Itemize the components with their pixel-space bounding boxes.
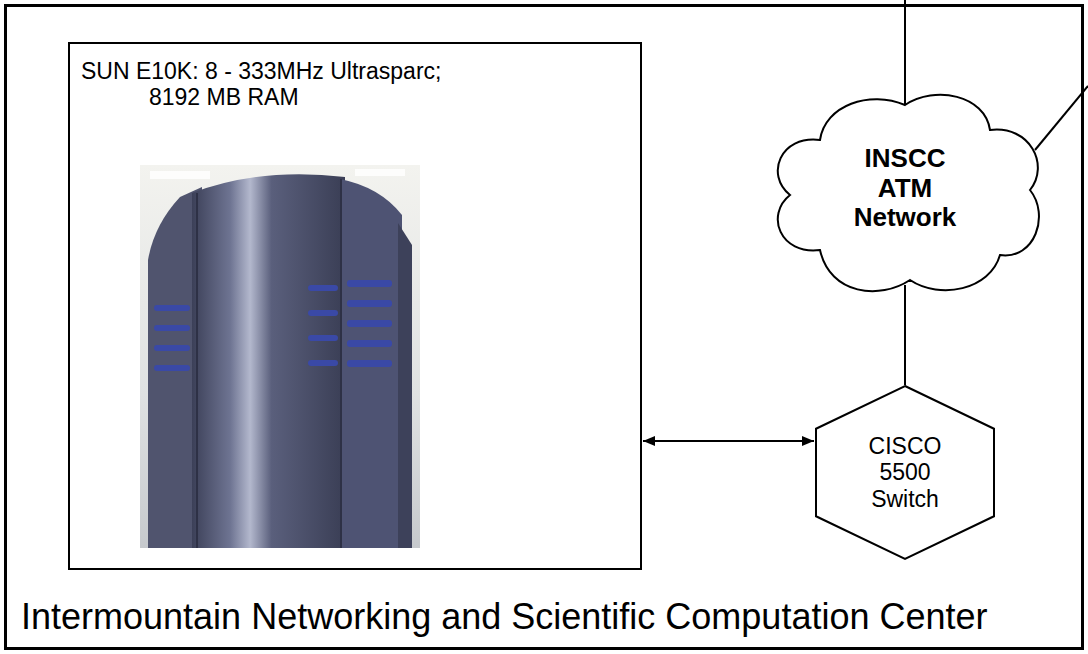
vent-slot bbox=[154, 305, 190, 311]
vent-slot bbox=[154, 345, 190, 351]
server-photo bbox=[140, 165, 420, 548]
vent-slot bbox=[308, 285, 338, 291]
cabinet-panel bbox=[340, 179, 402, 548]
uplink-line bbox=[904, 0, 906, 110]
ceiling-light bbox=[150, 171, 210, 179]
cabinet-groove bbox=[196, 193, 198, 548]
vent-slot bbox=[154, 325, 190, 331]
cabinet-edge bbox=[398, 223, 412, 548]
server-box: SUN E10K: 8 - 333MHz Ultrasparc; 8192 MB… bbox=[68, 42, 642, 570]
node-label: SUN E10K: 8 - 333MHz Ultrasparc; 8192 MB… bbox=[81, 58, 468, 111]
vent-slot bbox=[347, 320, 392, 327]
center-frame: SUN E10K: 8 - 333MHz Ultrasparc; 8192 MB… bbox=[4, 4, 1084, 650]
vent-slot bbox=[347, 280, 392, 287]
hexagon-path bbox=[816, 386, 994, 559]
node-label: INSCC ATM Network bbox=[840, 144, 970, 234]
vent-slot bbox=[347, 300, 392, 307]
vent-slot bbox=[154, 365, 190, 371]
node-label: CISCO 5500 Switch bbox=[850, 433, 960, 512]
cabinet-groove bbox=[340, 179, 342, 548]
vent-slot bbox=[308, 310, 338, 316]
photo-background bbox=[140, 165, 420, 548]
cabinet-front bbox=[192, 174, 345, 548]
uplink-line bbox=[1035, 86, 1088, 150]
vent-slot bbox=[347, 360, 392, 367]
vent-slot bbox=[308, 335, 338, 341]
link-line bbox=[904, 285, 906, 385]
cloud-path bbox=[778, 95, 1039, 291]
ceiling-light bbox=[355, 169, 405, 176]
link-arrow bbox=[643, 440, 814, 442]
network-cloud: INSCC ATM Network bbox=[760, 85, 1050, 300]
vent-slot bbox=[308, 360, 338, 366]
switch-hexagon: CISCO 5500 Switch bbox=[815, 385, 995, 560]
frame-heading: Intermountain Networking and Scientific … bbox=[21, 596, 988, 637]
vent-slot bbox=[347, 340, 392, 347]
